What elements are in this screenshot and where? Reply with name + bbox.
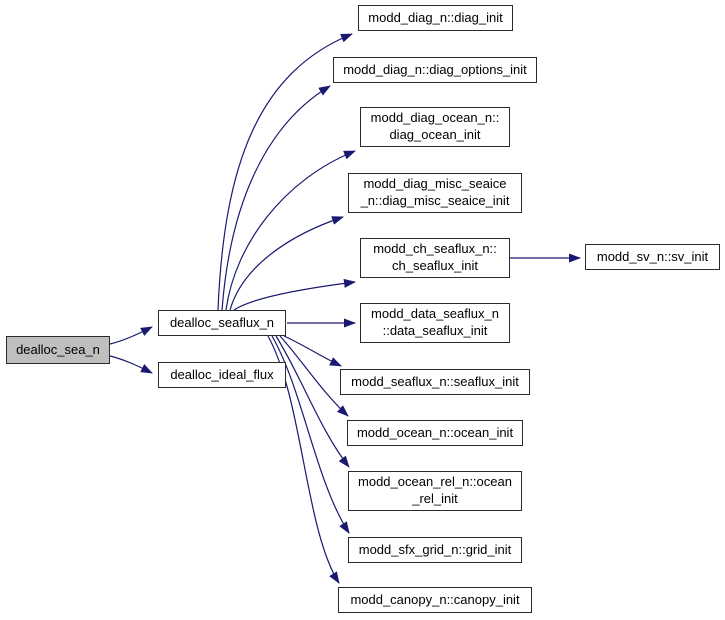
graph-node-diag_options_init[interactable]: modd_diag_n::diag_options_init — [333, 57, 537, 83]
graph-node-label: modd_diag_ocean_n:: — [370, 110, 500, 126]
graph-node-dealloc_seaflux_n[interactable]: dealloc_seaflux_n — [158, 310, 286, 336]
edge-dealloc_seaflux_n-to-diag_init — [217, 33, 353, 311]
graph-node-label: modd_ocean_rel_n::ocean — [358, 474, 512, 490]
graph-node-label: modd_ch_seaflux_n:: — [373, 241, 497, 257]
edge-dealloc_seaflux_n-to-grid_init — [271, 335, 350, 534]
graph-node-label: dealloc_ideal_flux — [170, 366, 274, 382]
graph-node-label: ch_seaflux_init — [392, 258, 478, 273]
graph-node-label: _n::diag_misc_seaice_init — [360, 193, 510, 208]
graph-node-ocean_init[interactable]: modd_ocean_n::ocean_init — [347, 420, 523, 446]
graph-node-ch_seaflux_init[interactable]: modd_ch_seaflux_n::ch_seaflux_init — [360, 238, 510, 278]
graph-node-seaflux_init[interactable]: modd_seaflux_n::seaflux_init — [340, 369, 530, 395]
graph-node-diag_misc_seaice_init[interactable]: modd_diag_misc_seaice_n::diag_misc_seaic… — [348, 173, 522, 213]
graph-node-label: modd_sfx_grid_n::grid_init — [358, 541, 512, 557]
edge-dealloc_seaflux_n-to-ocean_init — [279, 335, 349, 417]
graph-node-diag_ocean_init[interactable]: modd_diag_ocean_n::diag_ocean_init — [360, 107, 510, 147]
graph-node-label: dealloc_seaflux_n — [169, 314, 275, 330]
graph-node-label: _rel_init — [412, 491, 458, 506]
graph-node-dealloc_ideal_flux[interactable]: dealloc_ideal_flux — [158, 362, 286, 388]
edge-dealloc_seaflux_n-to-ocean_rel_init — [275, 335, 350, 468]
edge-dealloc_sea_n-to-dealloc_seaflux_n — [109, 326, 153, 345]
graph-node-data_seaflux_init[interactable]: modd_data_seaflux_n::data_seaflux_init — [360, 303, 510, 343]
graph-node-sv_init[interactable]: modd_sv_n::sv_init — [585, 244, 720, 270]
graph-node-label: modd_diag_n::diag_options_init — [343, 61, 527, 77]
edge-dealloc_sea_n-to-dealloc_ideal_flux — [109, 355, 153, 374]
edge-dealloc_seaflux_n-to-diag_ocean_init — [225, 150, 356, 311]
graph-node-label: dealloc_sea_n — [16, 341, 100, 357]
graph-node-label: diag_ocean_init — [389, 127, 481, 142]
graph-node-label: modd_data_seaflux_n — [371, 306, 499, 322]
graph-node-diag_init[interactable]: modd_diag_n::diag_init — [358, 5, 513, 31]
graph-node-label: modd_sv_n::sv_init — [596, 248, 709, 264]
edge-dealloc_seaflux_n-to-diag_misc_seaice_init — [229, 216, 344, 311]
graph-node-label: modd_ocean_n::ocean_init — [356, 424, 514, 440]
graph-node-grid_init[interactable]: modd_sfx_grid_n::grid_init — [348, 537, 522, 563]
graph-node-label: modd_diag_misc_seaice — [363, 176, 507, 192]
edge-dealloc_seaflux_n-to-diag_options_init — [221, 85, 331, 311]
graph-node-label: modd_diag_n::diag_init — [368, 9, 503, 25]
graph-node-label: modd_canopy_n::canopy_init — [350, 591, 520, 607]
edge-dealloc_seaflux_n-to-ch_seaflux_init — [233, 278, 356, 311]
graph-node-ocean_rel_init[interactable]: modd_ocean_rel_n::ocean_rel_init — [348, 471, 522, 511]
graph-node-label: ::data_seaflux_init — [382, 323, 488, 338]
edge-dealloc_seaflux_n-to-seaflux_init — [283, 335, 342, 367]
graph-node-canopy_init[interactable]: modd_canopy_n::canopy_init — [338, 587, 532, 613]
graph-node-label: modd_seaflux_n::seaflux_init — [351, 373, 519, 389]
graph-node-dealloc_sea_n: dealloc_sea_n — [6, 336, 110, 364]
